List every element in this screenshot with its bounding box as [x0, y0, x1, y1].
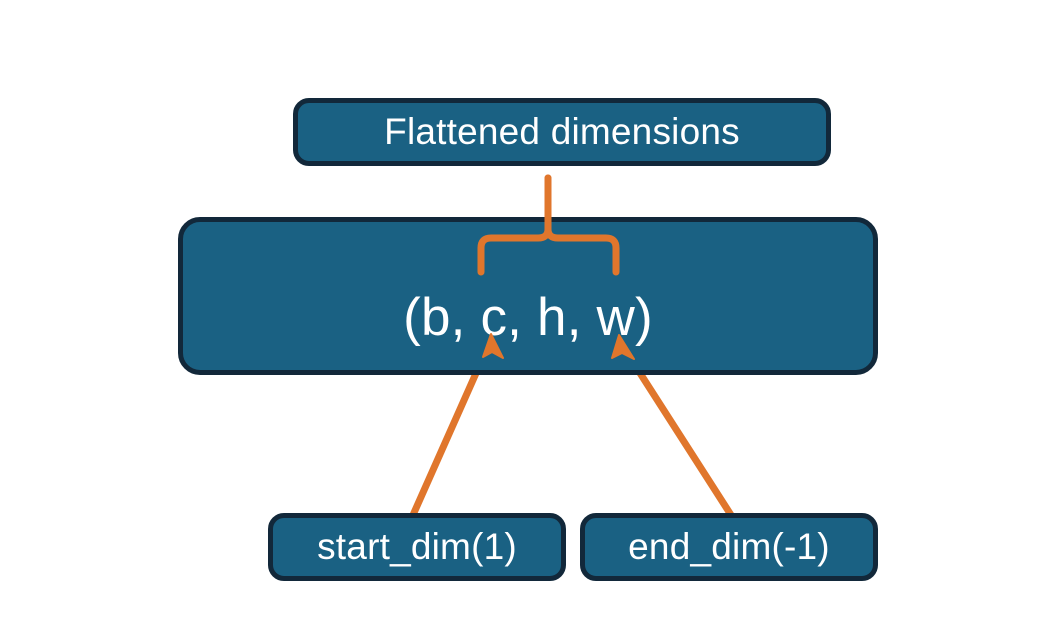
node-end-dim-label: end_dim(-1): [628, 526, 830, 567]
node-start-dim[interactable]: start_dim(1): [268, 513, 566, 581]
node-tensor-shape-label: (b, c, h, w): [403, 288, 653, 347]
node-start-dim-label: start_dim(1): [317, 526, 517, 567]
node-flattened-dimensions-label: Flattened dimensions: [384, 111, 740, 152]
node-end-dim[interactable]: end_dim(-1): [580, 513, 878, 581]
node-flattened-dimensions[interactable]: Flattened dimensions: [293, 98, 831, 166]
node-tensor-shape[interactable]: (b, c, h, w): [178, 217, 878, 375]
